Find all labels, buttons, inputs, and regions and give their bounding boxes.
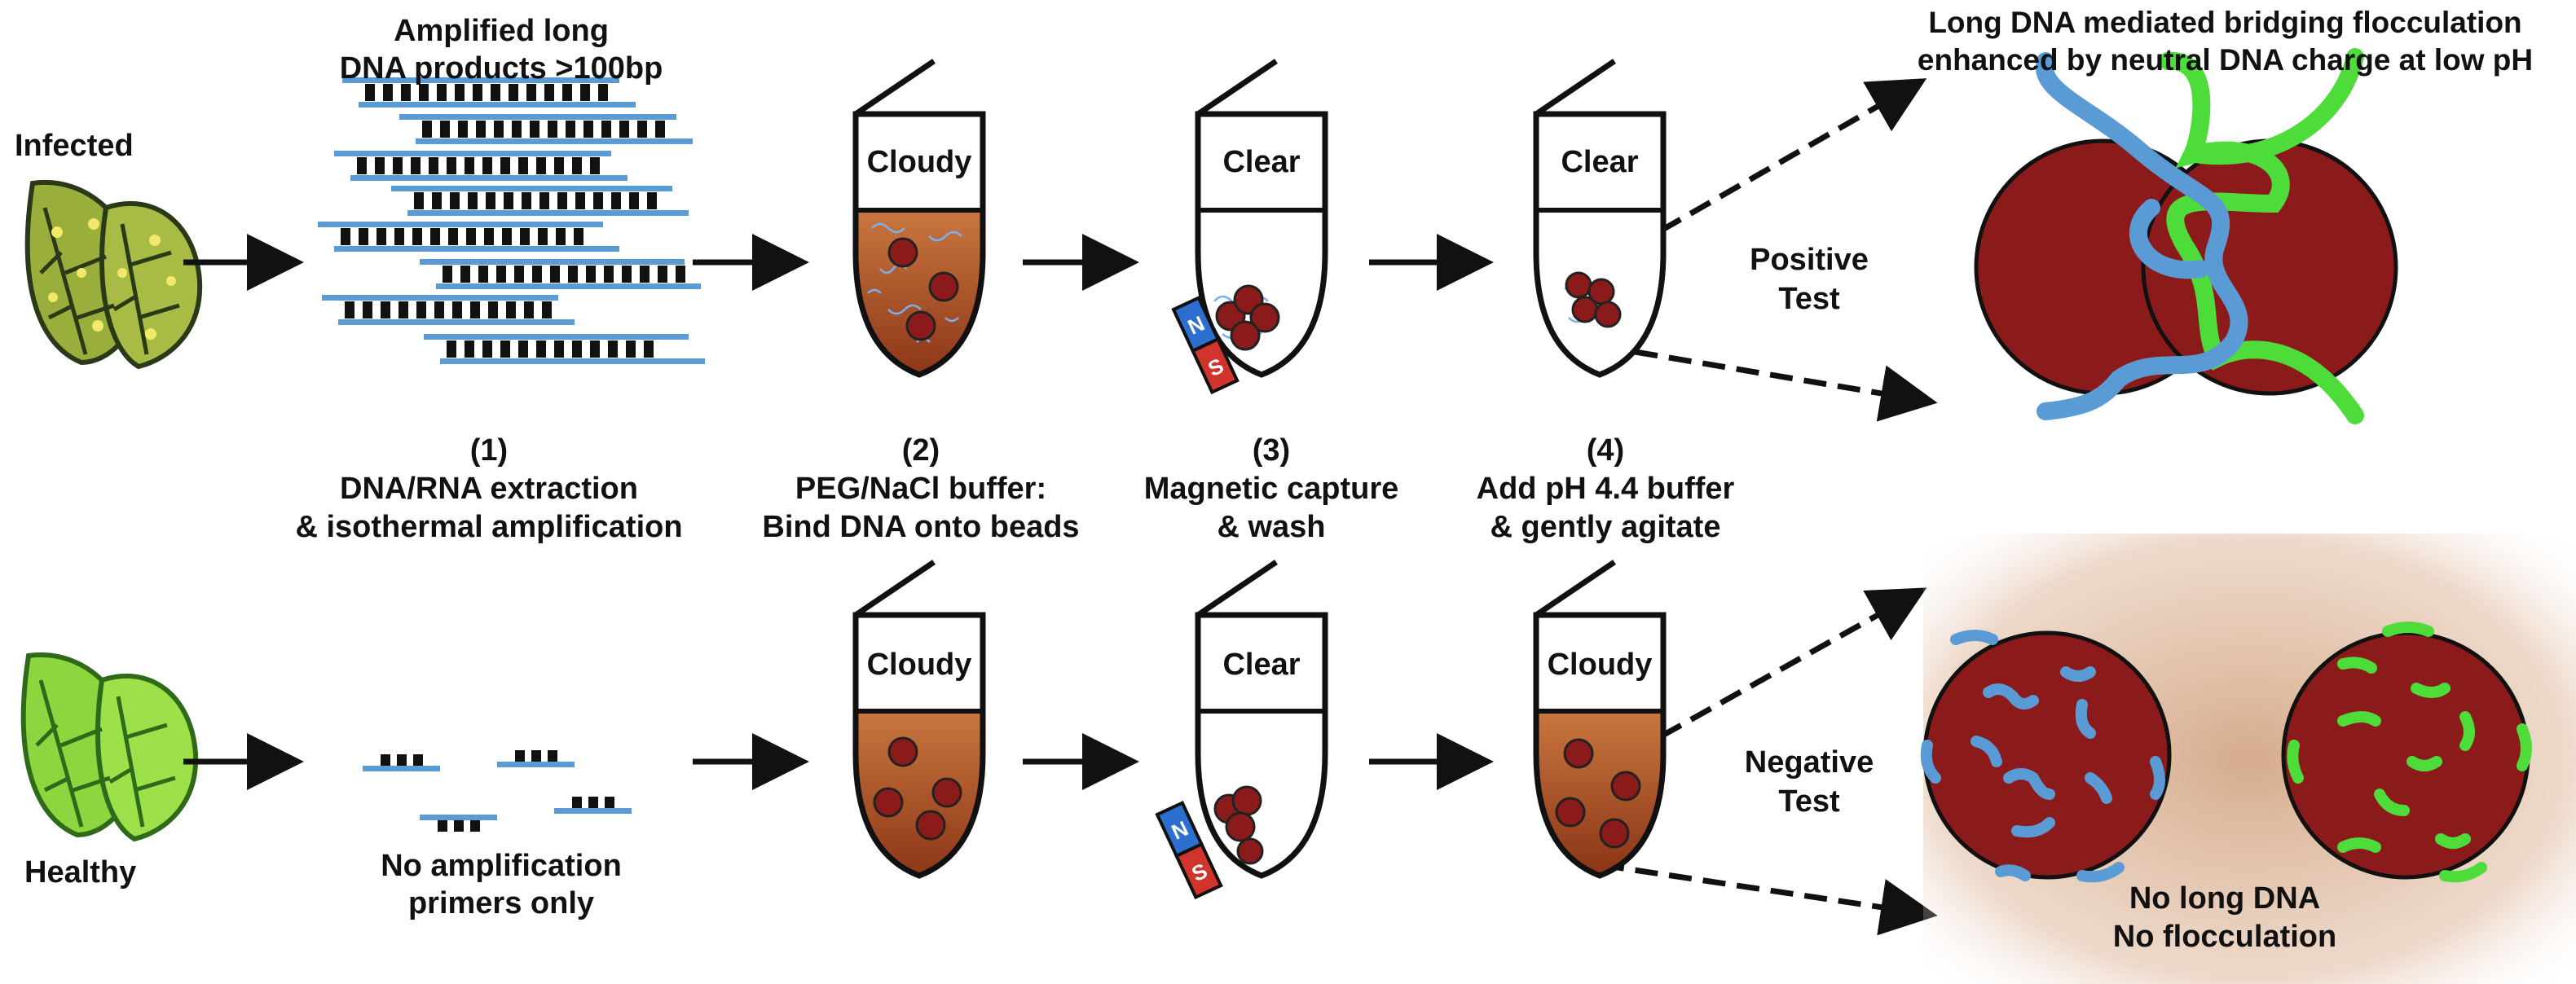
- arrow-positive-down: [1601, 343, 1938, 422]
- step-4-caption: (4) Add pH 4.4 buffer & gently agitate: [1434, 432, 1777, 547]
- negative-result-illustration: [1920, 534, 2576, 984]
- step-text-line2: Bind DNA onto beads: [762, 510, 1080, 544]
- primer-fragment: [554, 797, 632, 814]
- tube-top-step3: [1195, 59, 1328, 378]
- positive-result-illustration: [1974, 48, 2398, 424]
- primer-fragment: [363, 754, 440, 771]
- dna-strand-green-2: [2191, 48, 2364, 165]
- magnet-icon-bottom: N S: [1155, 800, 1223, 900]
- primer-fragment: [497, 750, 575, 767]
- dna-ladder: [399, 114, 693, 144]
- step-text-line1: PEG/NaCl buffer:: [795, 472, 1047, 506]
- negative-test-line2: Test: [1778, 784, 1840, 819]
- tube-bottom-step2: [852, 560, 986, 879]
- bead-green-dna: [2281, 630, 2530, 880]
- arrow-positive-up: [1600, 78, 1927, 268]
- short-dna-blue: [1920, 630, 2165, 883]
- step-3-caption: (3) Magnetic capture & wash: [1092, 432, 1451, 547]
- positive-test-label: Positive Test: [1728, 240, 1891, 318]
- primers-caption-line1: No amplification: [381, 849, 622, 883]
- primers-caption-line2: primers only: [407, 886, 595, 920]
- dna-ladder: [334, 151, 627, 181]
- tube-top-step2-state: Cloudy: [866, 145, 972, 179]
- dna-strand-blue-2: [2129, 199, 2209, 279]
- negative-caption: No long DNA No flocculation: [2037, 880, 2412, 956]
- negative-test-label: Negative Test: [1728, 743, 1891, 821]
- positive-caption-line1: Long DNA mediated bridging flocculation: [1928, 6, 2522, 39]
- tube-top-step2: [852, 59, 986, 378]
- negative-test-line1: Negative: [1744, 745, 1874, 780]
- long-dna-caption: Amplified long DNA products >100bp: [318, 12, 685, 87]
- tube-bottom-step4-state: Cloudy: [1547, 648, 1653, 682]
- step-2-caption: (2) PEG/NaCl buffer: Bind DNA onto beads: [733, 432, 1108, 547]
- healthy-row-label: Healthy: [24, 855, 137, 890]
- primer-fragment: [420, 815, 497, 832]
- dna-ladder: [342, 77, 636, 108]
- primers-caption: No amplification primers only: [318, 847, 685, 922]
- long-dna-products: [318, 77, 705, 364]
- step-number: (4): [1586, 433, 1625, 468]
- tube-top-step3-state: Clear: [1222, 145, 1301, 179]
- step-text-line1: Magnetic capture: [1143, 472, 1399, 506]
- primer-fragments: [363, 750, 632, 832]
- short-dna-green: [2287, 622, 2532, 883]
- tube-top-step4-state: Clear: [1561, 145, 1639, 179]
- process-arrows: [183, 234, 1494, 790]
- dna-ladder: [318, 222, 619, 252]
- tube-top-step4: [1533, 59, 1667, 378]
- arrow-negative-up: [1600, 587, 1927, 773]
- step-text-line2: & isothermal amplification: [295, 510, 683, 544]
- dna-ladder: [391, 186, 689, 216]
- infected-leaf-icon: [24, 179, 203, 370]
- long-dna-caption-line2: DNA products >100bp: [339, 51, 663, 86]
- positive-caption-line2: enhanced by neutral DNA charge at low pH: [1917, 43, 2534, 77]
- positive-test-line1: Positive: [1750, 243, 1869, 277]
- step-text-line1: Add pH 4.4 buffer: [1476, 472, 1735, 506]
- step-text-line2: & wash: [1217, 510, 1326, 544]
- negative-caption-line2: No flocculation: [2112, 920, 2337, 954]
- tube-bottom-step3-state: Clear: [1222, 648, 1301, 682]
- step-text-line2: & gently agitate: [1490, 510, 1721, 544]
- step-number: (1): [469, 433, 509, 468]
- dna-ladder: [424, 334, 705, 364]
- dna-ladder: [420, 259, 701, 289]
- long-dna-caption-line1: Amplified long: [394, 14, 609, 48]
- step-text-line1: DNA/RNA extraction: [340, 472, 638, 506]
- tube-bottom-step2-state: Cloudy: [866, 648, 972, 682]
- step-number: (3): [1252, 433, 1291, 468]
- infected-row-label: Infected: [15, 129, 134, 163]
- dna-ladder: [322, 295, 575, 325]
- positive-caption: Long DNA mediated bridging flocculation …: [1874, 4, 2576, 79]
- positive-test-line2: Test: [1778, 282, 1840, 316]
- tube-bottom-step3: [1195, 560, 1328, 879]
- step-number: (2): [901, 433, 940, 468]
- arrow-negative-down: [1601, 862, 1938, 936]
- result-arrows: [1600, 78, 1938, 936]
- magnet-icon-top: N S: [1171, 295, 1240, 395]
- negative-caption-line1: No long DNA: [2129, 881, 2321, 916]
- healthy-leaf-icon: [20, 652, 199, 842]
- dna-strand-blue: [2035, 52, 2248, 420]
- bead-blue-dna: [1922, 630, 2172, 880]
- step-1-caption: (1) DNA/RNA extraction & isothermal ampl…: [244, 432, 733, 547]
- tube-bottom-step4: [1533, 560, 1667, 879]
